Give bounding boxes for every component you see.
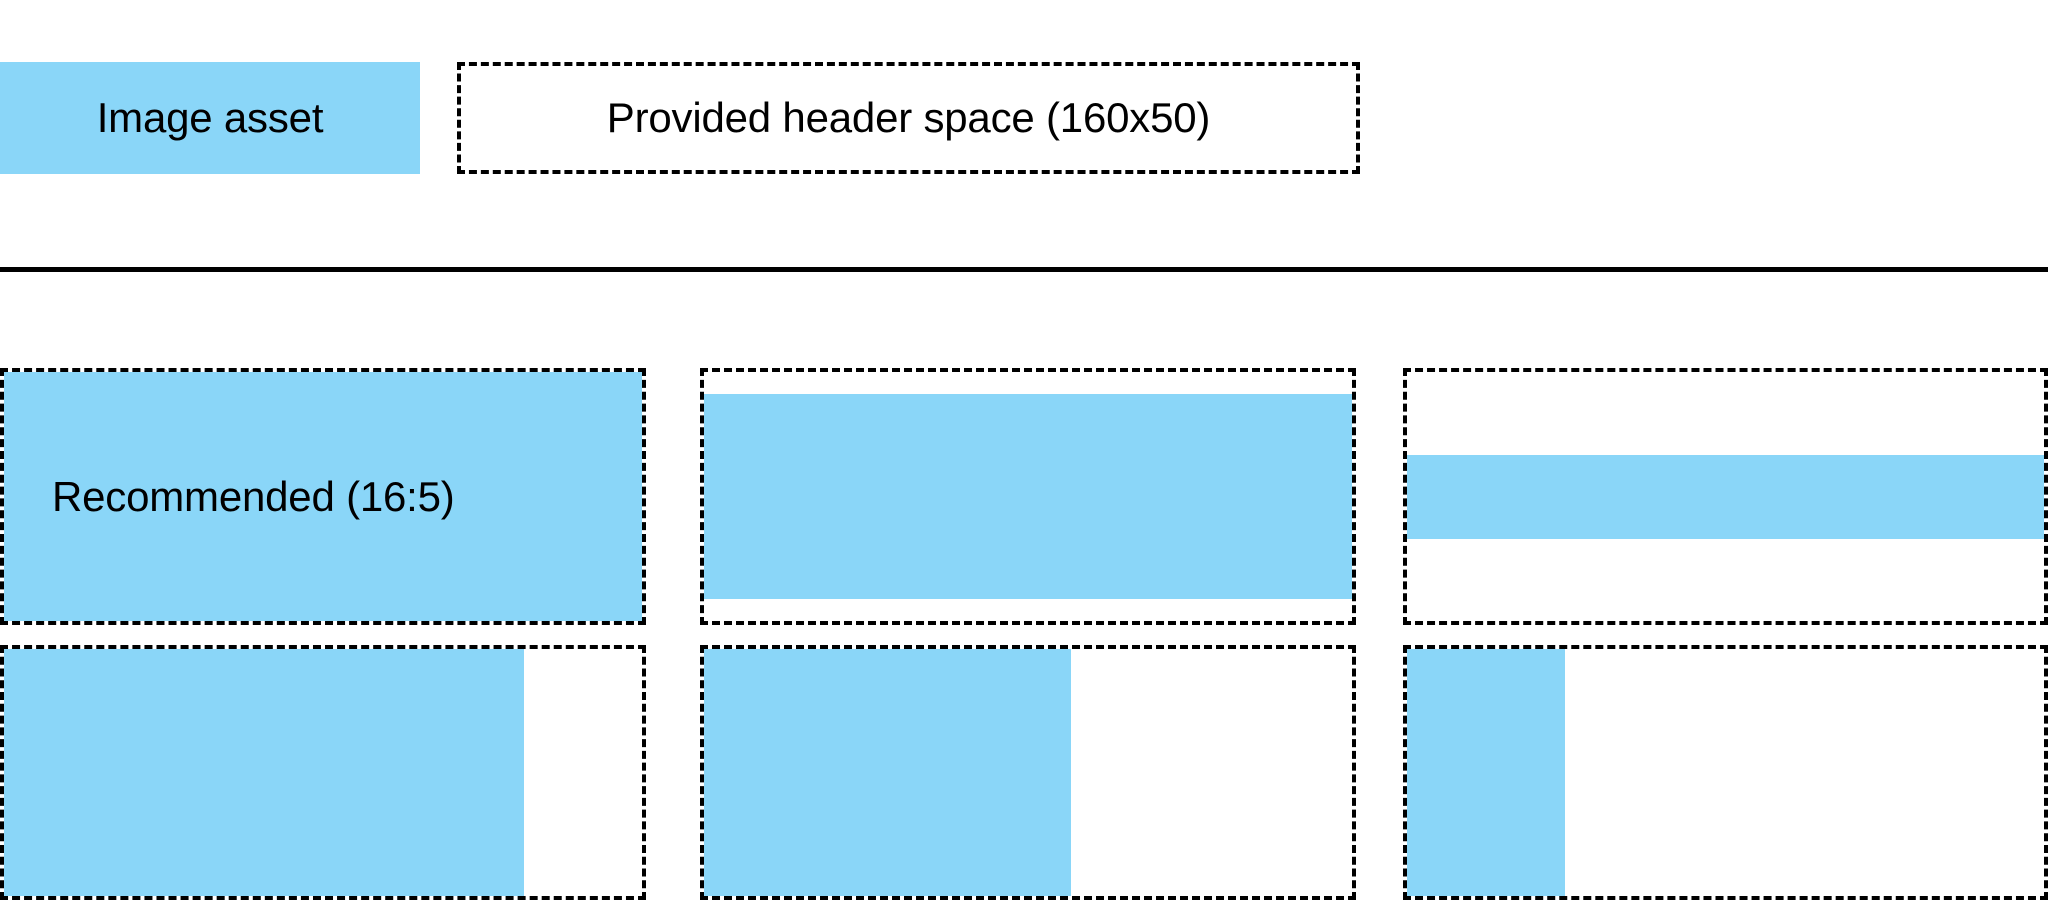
section-divider — [0, 267, 2048, 272]
legend-image-asset-label: Image asset — [96, 94, 324, 141]
example-cell-narrow-partial-asset — [1403, 645, 2048, 900]
legend-gap — [420, 62, 457, 174]
legend: Image asset Provided header space (160x5… — [0, 62, 1360, 174]
asset-artwork — [704, 649, 1071, 896]
legend-image-asset-swatch: Image asset — [0, 62, 420, 174]
example-cell-thin-band-asset — [1403, 368, 2048, 625]
example-label-recommended: Recommended (16:5) — [52, 472, 455, 520]
examples-grid: Recommended (16:5) — [0, 368, 2048, 900]
example-cell-wide-partial-asset — [0, 645, 646, 900]
legend-header-space-label: Provided header space (160x50) — [606, 94, 1211, 141]
asset-artwork — [4, 649, 524, 896]
examples-row-width-variants — [0, 645, 2048, 900]
example-cell-slightly-short-asset — [700, 368, 1356, 625]
example-cell-recommended-16-5: Recommended (16:5) — [0, 368, 646, 625]
asset-artwork — [1407, 454, 2044, 539]
asset-artwork — [704, 394, 1352, 599]
asset-artwork — [1407, 649, 1565, 896]
asset-artwork — [4, 372, 642, 621]
legend-header-space-box: Provided header space (160x50) — [457, 62, 1360, 174]
examples-row-aspect-variants: Recommended (16:5) — [0, 368, 2048, 625]
example-cell-medium-partial-asset — [700, 645, 1356, 900]
